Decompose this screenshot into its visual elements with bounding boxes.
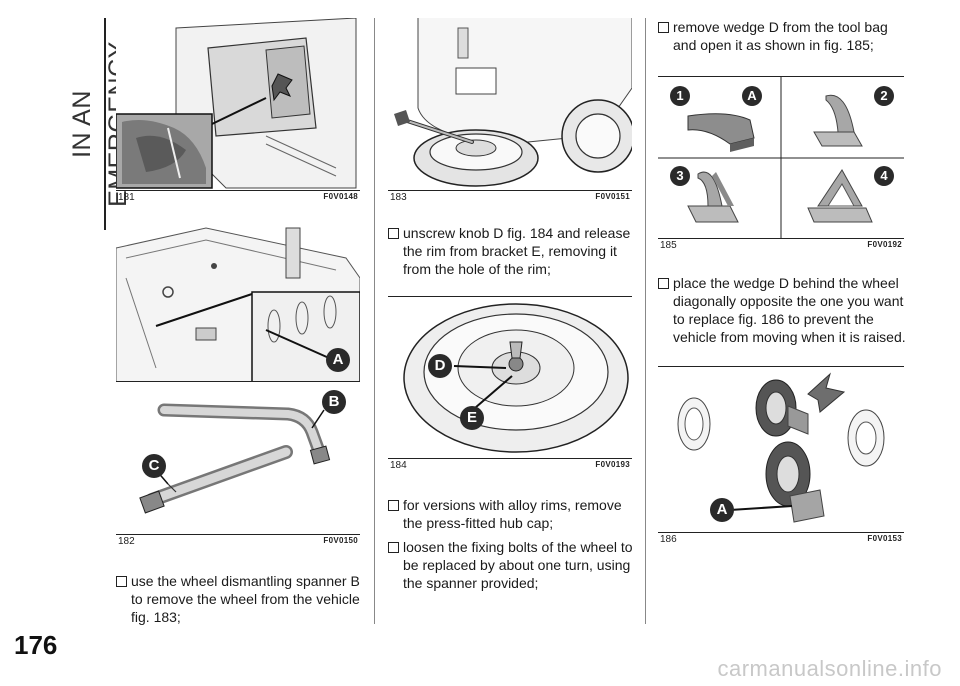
figure-186-illustration [658,367,904,532]
figure-186: A 186 F0V0153 [658,366,904,548]
figure-185: 1 A 2 3 4 185 F0V0192 [658,76,904,252]
step-remove-hub-cap-text: for versions with alloy rims, remove the… [403,497,622,531]
step-remove-hub-cap: for versions with alloy rims, remove the… [388,496,636,532]
figure-186-rule [658,532,904,533]
figure-181b-label-a: A [326,348,350,372]
step-remove-wedge: remove wedge D from the tool bag and ope… [658,18,908,54]
figure-184-code: F0V0193 [595,460,630,469]
figure-182-code: F0V0150 [323,536,358,545]
section-title: IN AN EMERGENCY [68,41,132,207]
figure-181: 181 F0V0148 [116,18,360,203]
figure-183-number: 183 [390,192,407,203]
figure-183-code: F0V0151 [595,192,630,201]
figure-185-label-a: A [742,86,762,106]
figure-184-rule [388,458,632,459]
figure-185-caption: 185 F0V0192 [658,240,904,254]
page-number: 176 [14,630,58,660]
step-place-wedge-text: place the wedge D behind the wheel diago… [673,275,906,345]
figure-184: D E 184 F0V0193 [388,296,632,474]
step-loosen-bolts-text: loosen the fixing bolts of the wheel to … [403,539,633,591]
figure-181-rule [116,190,360,191]
checkbox-bullet [388,542,399,553]
figure-185-step-3: 3 [670,166,690,186]
figure-184-number: 184 [390,460,407,471]
figure-183: 183 F0V0151 [388,18,632,203]
figure-186-number: 186 [660,534,677,545]
step-unscrew-knob-text: unscrew knob D fig. 184 and release the … [403,225,631,277]
checkbox-bullet [388,228,399,239]
checkbox-bullet [116,576,127,587]
figure-184-label-e: E [460,406,484,430]
figure-184-illustration [388,297,632,458]
watermark: carmanualsonline.info [717,656,942,681]
figure-185-illustration [658,77,904,238]
step-use-spanner-text: use the wheel dismantling spanner B to r… [131,573,360,625]
figure-182-rule [116,534,360,535]
figure-tool-compartment-rule [116,381,360,382]
figure-181-illustration [116,18,360,190]
figure-184-caption: 184 F0V0193 [388,460,632,474]
step-place-wedge: place the wedge D behind the wheel diago… [658,274,908,346]
figure-182-label-b: B [322,390,346,414]
figure-185-step-2: 2 [874,86,894,106]
figure-182-caption: 182 F0V0150 [116,536,360,550]
figure-tool-compartment: A [116,218,360,382]
figure-186-label-a: A [710,498,734,522]
figure-181-code: F0V0148 [323,192,358,201]
figure-182: B C 182 F0V0150 [116,388,360,550]
step-unscrew-knob: unscrew knob D fig. 184 and release the … [388,224,636,278]
figure-181-caption: 181 F0V0148 [116,192,360,206]
checkbox-bullet [658,278,669,289]
step-loosen-bolts: loosen the fixing bolts of the wheel to … [388,538,636,592]
figure-186-code: F0V0153 [867,534,902,543]
column-divider-1 [374,18,375,624]
figure-183-caption: 183 F0V0151 [388,192,632,206]
figure-185-code: F0V0192 [867,240,902,249]
figure-186-top-rule [658,366,904,367]
step-use-spanner: use the wheel dismantling spanner B to r… [116,572,364,626]
figure-185-step-4: 4 [874,166,894,186]
checkbox-bullet [658,22,669,33]
section-bar [104,18,106,230]
figure-186-caption: 186 F0V0153 [658,534,904,548]
figure-184-top-rule [388,296,632,297]
figure-181-number: 181 [118,192,135,203]
step-remove-wedge-text: remove wedge D from the tool bag and ope… [673,19,888,53]
figure-185-number: 185 [660,240,677,251]
figure-182-number: 182 [118,536,135,547]
figure-183-rule [388,190,632,191]
tool-compartment-illustration [116,218,360,382]
column-divider-2 [645,18,646,624]
figure-182-label-c: C [142,454,166,478]
section-tab: IN AN EMERGENCY [64,18,132,230]
figure-185-step-1: 1 [670,86,690,106]
figure-183-illustration [388,18,632,190]
checkbox-bullet [388,500,399,511]
figure-185-rule [658,238,904,239]
figure-184-label-d: D [428,354,452,378]
figure-185-top-rule [658,76,904,77]
